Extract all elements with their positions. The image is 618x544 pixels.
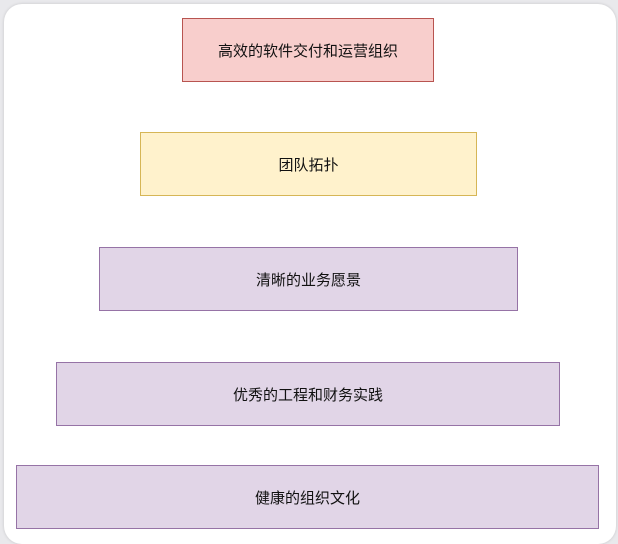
tier-label: 高效的软件交付和运营组织 [217, 41, 398, 60]
tier-label: 团队拓扑 [278, 155, 339, 174]
tier-label: 健康的组织文化 [254, 488, 360, 507]
diagram-canvas: 高效的软件交付和运营组织 团队拓扑 清晰的业务愿景 优秀的工程和财务实践 健康的… [4, 4, 616, 544]
tier-team-topology: 团队拓扑 [140, 132, 477, 196]
tier-engineering-finance-practice: 优秀的工程和财务实践 [56, 362, 560, 426]
tier-healthy-culture: 健康的组织文化 [16, 465, 599, 529]
tier-label: 清晰的业务愿景 [255, 270, 361, 289]
tier-label: 优秀的工程和财务实践 [232, 385, 383, 404]
tier-business-vision: 清晰的业务愿景 [99, 247, 518, 311]
tier-efficient-delivery-organization: 高效的软件交付和运营组织 [182, 18, 434, 82]
